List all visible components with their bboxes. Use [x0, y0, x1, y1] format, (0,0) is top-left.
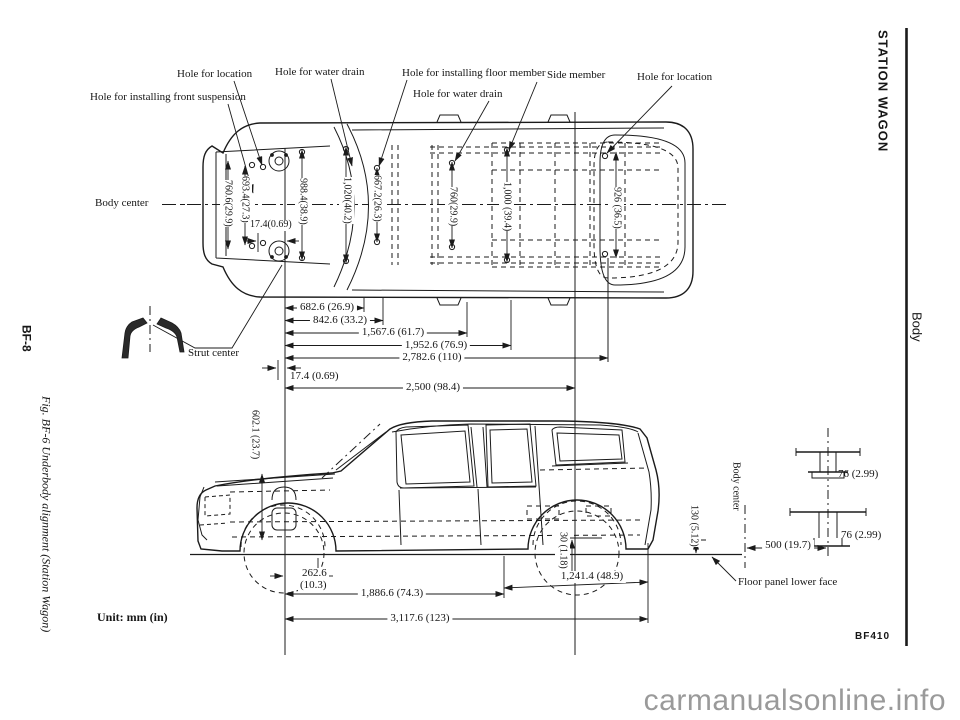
dim-17-4-top: 17.4(0.69) — [248, 219, 294, 231]
dim-500: 500 (19.7) — [762, 539, 814, 552]
dim-17-4-chain: 17.4 (0.69) — [288, 370, 341, 383]
body-center-label: Body center — [95, 197, 149, 209]
dim-760-6: 760.6(29.9) — [220, 180, 235, 227]
callout-hole-location-left: Hole for location — [177, 68, 253, 80]
chapter-label: Body — [909, 312, 925, 342]
watermark: carmanualsonline.info — [643, 684, 946, 717]
dim-1567-6: 1,567.6 (61.7) — [358, 326, 428, 339]
dim-602-1: 602.1 (23.7) — [247, 410, 262, 460]
page-number: BF-8 — [19, 325, 34, 352]
dim-682-6: 682.6 (26.9) — [296, 301, 358, 314]
dim-926: 926 (36.5) — [609, 187, 624, 229]
dim-1241-4: 1,241.4 (48.9) — [557, 570, 627, 583]
callout-hole-front-suspension: Hole for installing front suspension — [90, 91, 246, 103]
dim-1952-6: 1,952.6 (76.9) — [401, 339, 471, 352]
callout-hole-location-right: Hole for location — [637, 71, 713, 83]
dim-1000: 1,000 (39.4) — [499, 182, 514, 232]
dim-988-4: 988.4(38.9) — [295, 178, 310, 225]
callout-side-member: Side member — [547, 69, 606, 81]
dim-760: 760(29.9) — [445, 187, 460, 227]
dim-2500: 2,500 (98.4) — [402, 381, 464, 394]
dim-693-4: 693.4(27.3) — [237, 176, 252, 223]
callout-hole-water-drain-2: Hole for water drain — [413, 88, 503, 100]
figure-caption: Fig. BF-6 Underbody alignment (Station W… — [39, 396, 54, 633]
callout-hole-floor-member: Hole for installing floor member — [402, 67, 546, 79]
dim-130: 130 (5.12) — [686, 505, 701, 547]
section-title: STATION WAGON — [875, 30, 891, 153]
callout-hole-water-drain-1: Hole for water drain — [275, 66, 365, 78]
dim-262-6: 262.6 — [300, 567, 329, 580]
dim-2782-6: 2,782.6 (110) — [399, 351, 465, 364]
dim-667-2: 667.2(26.3) — [369, 175, 384, 222]
dim-30: 30 (1.18) — [555, 532, 570, 569]
figure-code: BF410 — [855, 631, 891, 642]
floor-panel-label: Floor panel lower face — [738, 576, 838, 588]
dim-76-upper: 76 (2.99) — [838, 468, 879, 480]
dim-1020: 1,020(40.2) — [339, 177, 354, 224]
unit-note: Unit: mm (in) — [97, 610, 168, 624]
dim-842-6: 842.6 (33.2) — [309, 314, 371, 327]
strut-center-label: Strut center — [188, 347, 240, 359]
dim-1886-6: 1,886.6 (74.3) — [357, 587, 427, 600]
dim-3117-6: 3,117.6 (123) — [387, 612, 453, 625]
body-center-right-label: Body center — [730, 462, 742, 511]
dim-76-lower: 76 (2.99) — [841, 529, 882, 541]
dim-262-6-in: (10.3) — [298, 579, 329, 592]
